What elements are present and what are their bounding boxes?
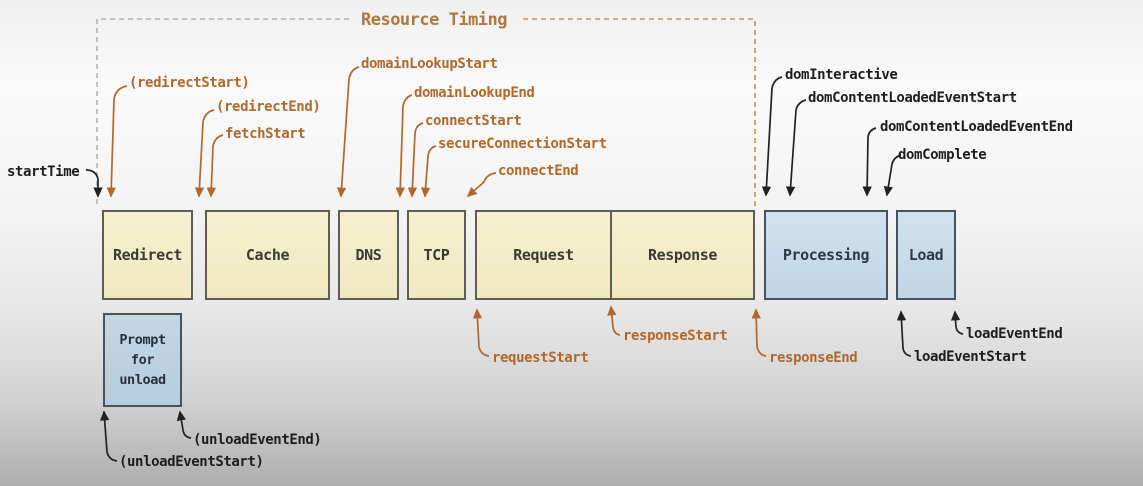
event-label-secureConnectionStart: secureConnectionStart [438, 136, 607, 152]
event-label-responseEnd: responseEnd [769, 350, 858, 366]
event-label-loadEventEnd: loadEventEnd [966, 326, 1063, 342]
phase-label-redirect: Redirect [112, 246, 183, 264]
event-label-fetchStart: fetchStart [225, 126, 306, 142]
event-label-redirectEnd: (redirectEnd) [216, 99, 321, 115]
phase-label-processing: Processing [782, 246, 870, 264]
phase-box-redirect: Redirect [102, 210, 193, 300]
phase-label-tcp: TCP [423, 246, 450, 264]
event-label-redirectStart: (redirectStart) [129, 75, 250, 91]
arrow-redirectEnd [194, 109, 215, 198]
arrow-responseEnd [751, 308, 767, 357]
arrow-connectEnd [466, 172, 497, 198]
phase-box-request-response: Request Response [475, 210, 755, 300]
arrow-secureConnectionStart [420, 145, 437, 198]
event-label-domainLookupEnd: domainLookupEnd [414, 85, 535, 101]
phase-box-response: Response [612, 212, 753, 298]
event-label-domComplete: domComplete [898, 147, 987, 163]
phase-label-unload-prompt: Prompt for unload [119, 331, 166, 389]
event-label-unloadEventStart: (unloadEventStart) [119, 454, 264, 470]
arrow-domInteractive [761, 76, 783, 197]
event-label-domContentLoadedEventEnd: domContentLoadedEventEnd [880, 119, 1073, 135]
phase-box-unload-prompt: Prompt for unload [103, 313, 182, 407]
event-label-domInteractive: domInteractive [785, 67, 898, 83]
arrow-domContentLoadedEventStart [785, 99, 807, 197]
event-label-requestStart: requestStart [492, 350, 589, 366]
arrow-domContentLoadedEventEnd [862, 127, 877, 197]
phase-label-dns: DNS [355, 246, 382, 264]
phase-box-load: Load [896, 210, 956, 300]
phase-box-request: Request [477, 212, 610, 298]
request-response-divider [610, 212, 612, 298]
phase-box-tcp: TCP [407, 210, 466, 300]
arrow-domainLookupEnd [395, 94, 413, 198]
event-label-startTime: startTime [7, 164, 80, 180]
event-label-unloadEventEnd: (unloadEventEnd) [193, 432, 322, 448]
event-label-domainLookupStart: domainLookupStart [361, 56, 498, 72]
arrow-unloadEventStart [99, 410, 118, 462]
arrow-unloadEventEnd [176, 410, 192, 439]
event-label-connectStart: connectStart [425, 113, 522, 129]
event-label-loadEventStart: loadEventStart [914, 349, 1027, 365]
event-label-connectEnd: connectEnd [498, 163, 579, 179]
phase-box-cache: Cache [205, 210, 330, 300]
phase-box-processing: Processing [764, 210, 888, 300]
arrow-domainLookupStart [336, 66, 360, 198]
arrow-loadEventStart [896, 310, 912, 357]
phase-box-dns: DNS [338, 210, 399, 300]
arrow-connectStart [407, 122, 424, 198]
event-label-domContentLoadedEventStart: domContentLoadedEventStart [808, 90, 1017, 106]
phase-label-response: Response [647, 246, 718, 264]
arrow-fetchStart [206, 134, 224, 198]
phase-label-request: Request [513, 246, 574, 264]
resource-timing-title: Resource Timing [360, 10, 508, 30]
arrow-responseStart [607, 305, 621, 336]
phase-label-cache: Cache [245, 246, 290, 264]
arrow-startTime [85, 169, 103, 198]
arrow-redirectStart [106, 85, 128, 198]
phase-label-load: Load [908, 246, 944, 264]
arrow-requestStart [472, 308, 490, 357]
event-label-responseStart: responseStart [623, 328, 728, 344]
arrow-loadEventEnd [950, 310, 964, 335]
